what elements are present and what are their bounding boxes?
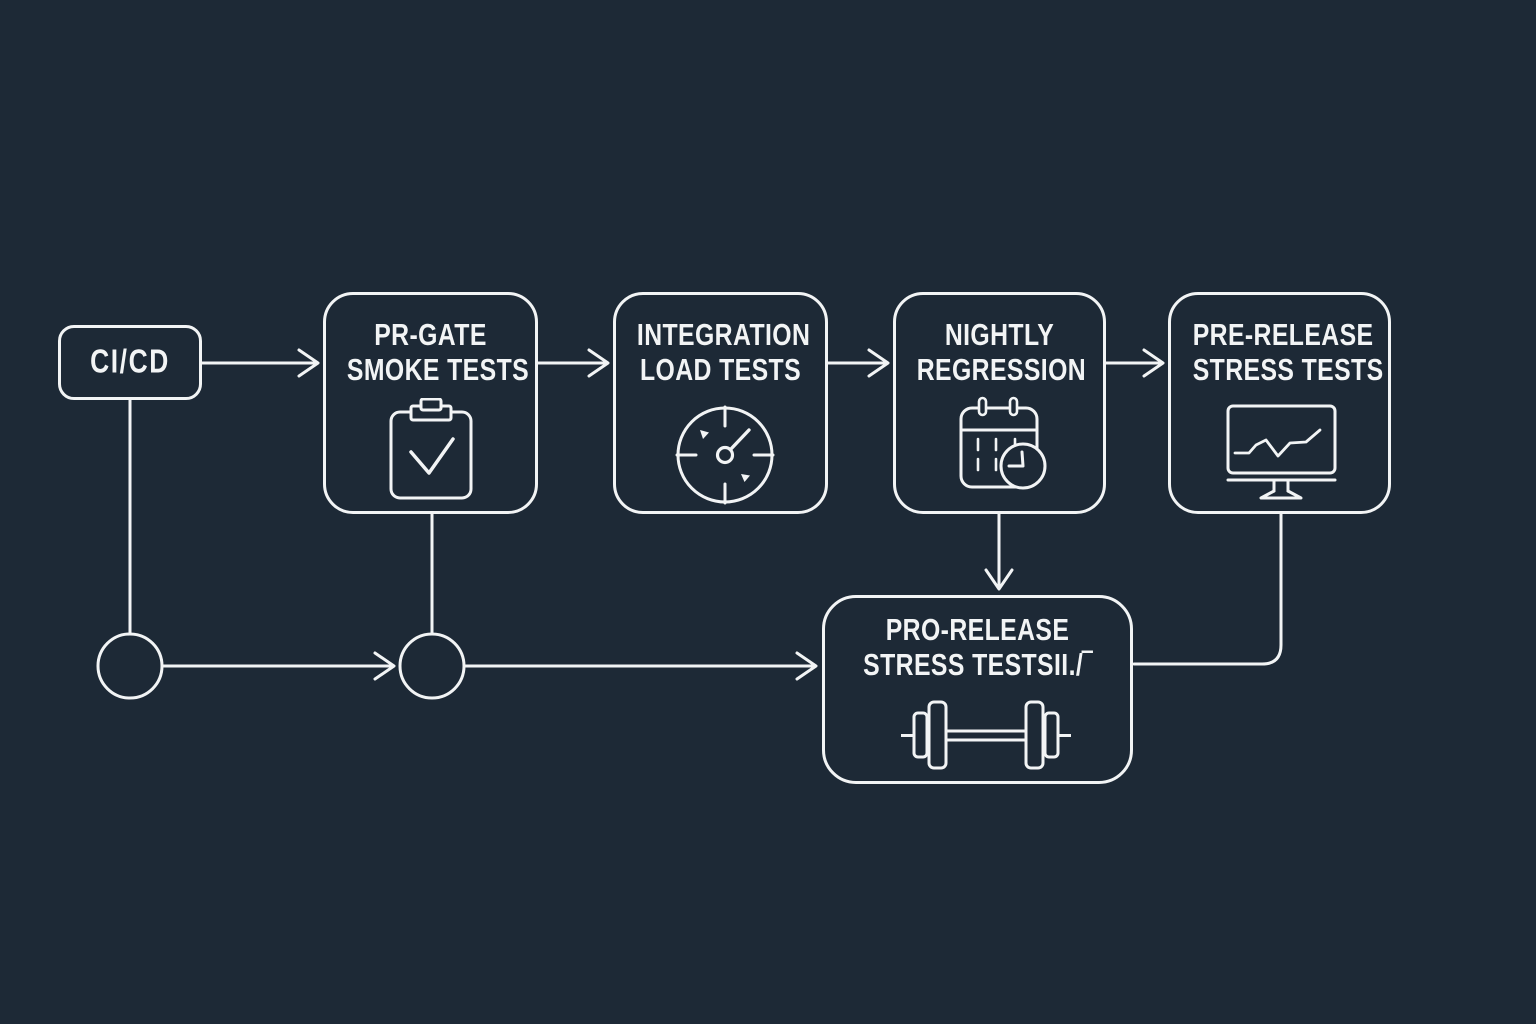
gauge-icon [675, 405, 775, 505]
arrow-junction1-to-junction2 [161, 651, 396, 681]
node-pr-gate-smoke-tests: PR-GATE SMOKE TESTS [323, 292, 538, 514]
arrow-cicd-to-prgate [200, 348, 320, 378]
node-nightly-regression: NIGHTLY REGRESSION [893, 292, 1106, 514]
node-integration-title: INTEGRATION LOAD TESTS [636, 317, 811, 387]
node-pro-release-stress-tests: PRO-RELEASE STRESS TESTSII./‾ [822, 595, 1133, 784]
arrow-nightly-to-prerelease [1104, 348, 1165, 378]
node-cicd: CI/CD [58, 325, 202, 400]
calendar-clock-icon [959, 396, 1047, 490]
node-nightly-title: NIGHTLY REGRESSION [916, 317, 1087, 387]
node-pre-release-stress-tests: PRE-RELEASE STRESS TESTS [1168, 292, 1391, 514]
node-pr-gate-title: PR-GATE SMOKE TESTS [346, 317, 530, 387]
node-cicd-label: CI/CD [90, 341, 170, 379]
arrow-prgate-to-integration [536, 348, 610, 378]
node-pro-release-title: PRO-RELEASE STRESS TESTSII./‾ [863, 612, 1092, 682]
junction-circle-1 [96, 632, 164, 700]
arrow-integration-to-nightly [826, 348, 890, 378]
junction-circle-2 [398, 632, 466, 700]
arrow-junction2-to-prorelease [463, 651, 818, 681]
node-pre-release-title: PRE-RELEASE STRESS TESTS [1192, 317, 1384, 387]
line-prerelease-to-prorelease [1132, 512, 1283, 666]
arrow-nightly-down [984, 512, 1014, 591]
monitor-chart-icon [1226, 404, 1337, 500]
clipboard-check-icon [389, 398, 473, 500]
node-integration-load-tests: INTEGRATION LOAD TESTS [613, 292, 828, 514]
dumbbell-icon [901, 700, 1071, 770]
